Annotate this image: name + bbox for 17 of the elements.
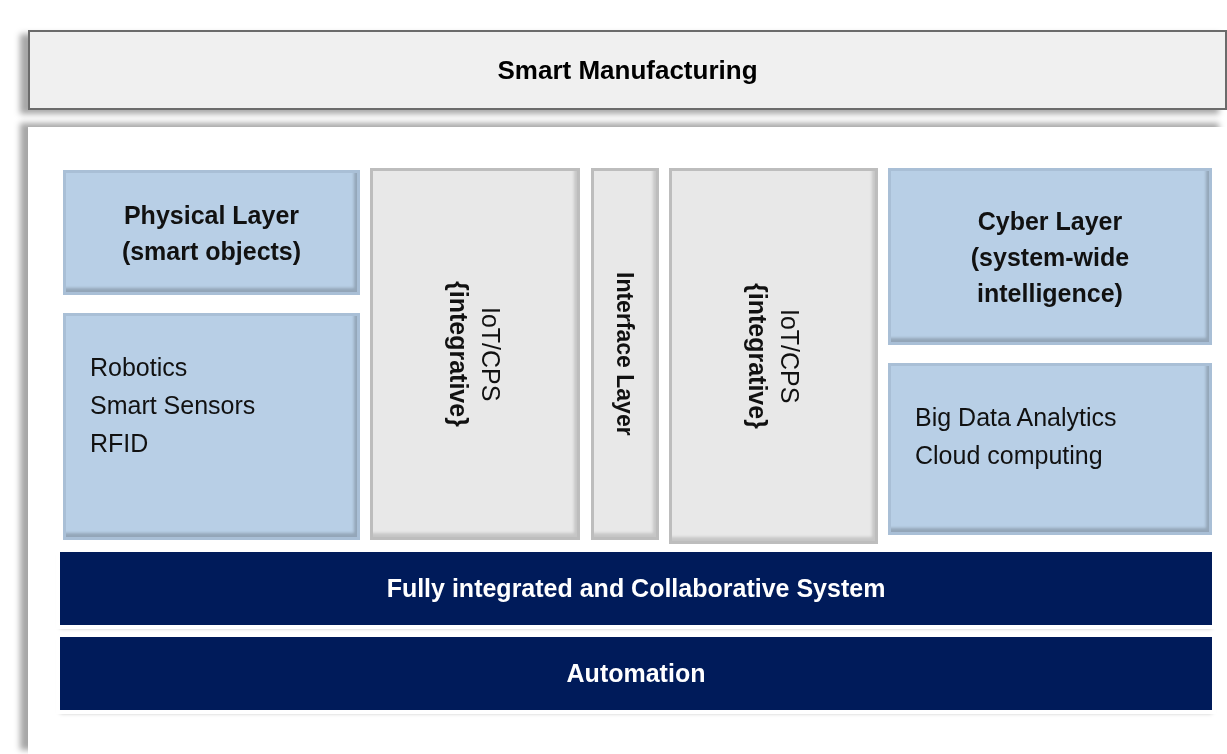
layer-title: Interface Layer [611, 272, 640, 436]
layer-text: IoT/CPS [774, 308, 805, 404]
technology-text: Big Data Analytics [915, 402, 1117, 433]
system-text: Automation [566, 657, 706, 689]
layer-title: Physical Layer (smart objects) [120, 199, 303, 267]
layer-title: Cyber Layer (system-wide intelligence) [969, 205, 1131, 309]
technology-text: Smart Sensors [90, 390, 256, 421]
technology-text: Cloud computing [915, 440, 1103, 471]
system-text: Fully integrated and Collaborative System [386, 572, 886, 604]
panel-background [28, 127, 1227, 754]
title-box [28, 30, 1227, 110]
title-text: Smart Manufacturing [497, 53, 758, 87]
technology-text: Robotics [90, 352, 188, 383]
layer-subtext: {integrative} [742, 283, 773, 429]
technology-text: RFID [90, 428, 149, 459]
layer-text: IoT/CPS [476, 306, 506, 402]
layer-subtext: {integrative} [444, 281, 474, 427]
